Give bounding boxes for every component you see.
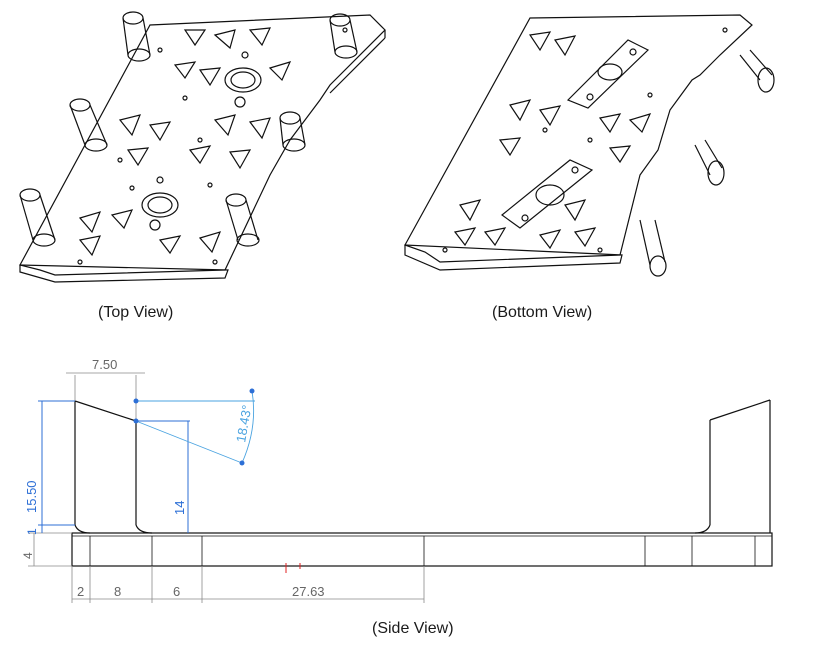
standoff-post [639,219,667,277]
dim-height-post: 14 [172,501,187,515]
mounting-holes [77,27,348,265]
bracket-lower [501,159,594,229]
plate-edge [404,244,623,271]
dim-height-total: 15.50 [24,480,39,513]
standoff-post [69,98,108,152]
bottom-view-drawing [404,14,775,277]
dim-base: 4 [21,552,35,559]
plate-outline [404,14,753,263]
plate-cutouts [453,31,652,250]
caption-top-view: (Top View) [98,304,174,321]
standoff-post [225,193,260,247]
plate-cutouts [78,27,292,257]
post-right-slope [709,399,771,421]
plate-edge [19,264,229,283]
standoff-post [739,49,775,93]
standoff-post [694,139,725,186]
boss-upper [224,67,262,93]
base-plate [71,532,773,567]
top-view-drawing [19,11,386,283]
caption-side-view: (Side View) [372,620,454,637]
standoff-post [122,11,151,62]
dim-width-top: 7.50 [92,357,117,372]
dim-angle: 18.43° [233,404,254,444]
dim-seg-d: 27.63 [292,584,325,599]
bracket-upper [566,39,650,109]
mounting-holes [442,27,728,253]
standoff-post [19,188,56,247]
boss-lower [141,192,179,218]
plate-outline [19,14,386,276]
dim-seg-c: 6 [173,584,180,599]
dim-seg-a: 2 [77,584,84,599]
dim-seg-b: 8 [114,584,121,599]
dim-step: 1 [25,528,39,535]
standoff-post [279,111,306,152]
side-view-drawing: 7.50 15.50 1 14 18.43° 4 2 8 6 27.63 [21,357,773,603]
caption-bottom-view: (Bottom View) [492,304,593,321]
post-left-slope [74,400,137,422]
standoff-post [329,13,358,59]
